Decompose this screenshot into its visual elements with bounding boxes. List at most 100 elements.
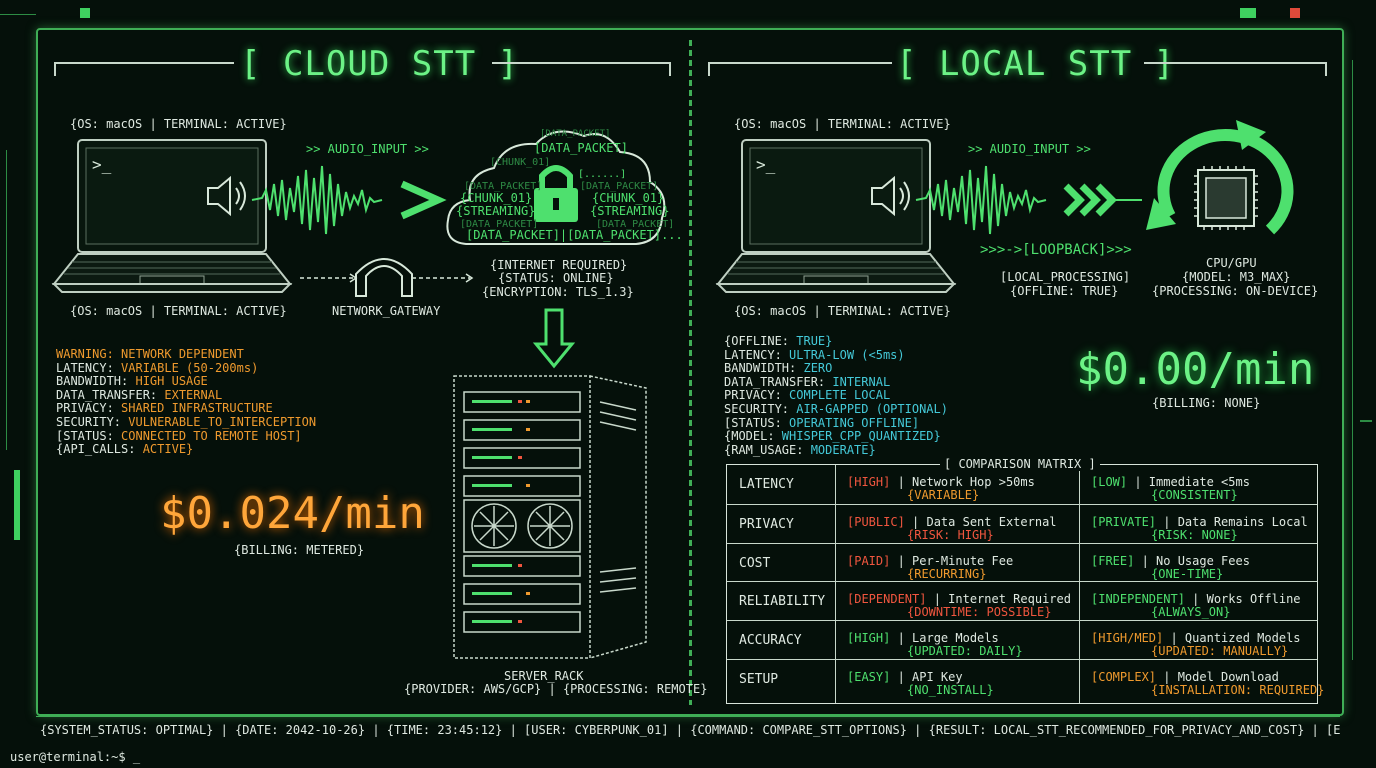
local-stat-value: ZERO	[803, 361, 833, 376]
cloud-stat-key: PRIVACY:	[56, 401, 122, 416]
title-rule	[1144, 62, 1326, 64]
cloud-stat-row: DATA_TRANSFER: EXTERNAL	[56, 387, 222, 403]
matrix-cloud-tag: [PUBLIC]	[847, 514, 905, 529]
circuit-decoration	[1352, 60, 1353, 660]
matrix-row: ACCURACY[HIGH] | Large Models{UPDATED: D…	[727, 620, 1317, 659]
cloud-packet: [DATA_PACKET]	[580, 181, 659, 192]
cloud-packet: [DATA_PACKET]	[460, 219, 539, 230]
matrix-local-text: | No Usage Fees	[1134, 553, 1250, 568]
cloud-packet: [......]	[578, 169, 627, 180]
comparison-matrix: LATENCY [HIGH] | Network Hop >50ms{VARIAB…	[726, 464, 1324, 704]
svg-text:>_: >_	[92, 155, 112, 174]
circuit-decoration	[80, 8, 90, 18]
matrix-local-tag: [PRIVATE]	[1091, 514, 1157, 529]
cloud-stat-value: HIGH USAGE	[135, 374, 208, 389]
matrix-row: SETUP[EASY] | API Key{NO_INSTALL}[COMPLE…	[727, 659, 1324, 698]
internet-info-line: {STATUS: ONLINE}	[498, 271, 614, 285]
terminal-prompt[interactable]: user@terminal:~$ _	[10, 750, 141, 764]
cloud-stat-value: VULNERABLE_TO_INTERCEPTION	[128, 415, 317, 429]
title-rule	[669, 62, 671, 76]
local-stat-value: WHISPER_CPP_QUANTIZED}	[781, 429, 941, 444]
local-stat-row: PRIVACY: COMPLETE LOCAL	[724, 389, 890, 403]
cpu-info-line: {MODEL: M3_MAX}	[1182, 270, 1291, 284]
matrix-row: LATENCY [HIGH] | Network Hop >50ms{VARIAB…	[727, 465, 1317, 503]
local-stat-row: {RAM_USAGE: MODERATE}	[724, 442, 876, 458]
cloud-packet: {STREAMING}	[456, 204, 536, 218]
circuit-decoration	[14, 470, 20, 540]
cpu-chip-label: CPU/GPU	[1206, 256, 1257, 270]
cloud-packet: {STREAMING}	[590, 204, 670, 218]
cpu-loop-icon	[1146, 120, 1294, 235]
cloud-packet: [CHUNK_01]	[490, 157, 551, 168]
cloud-audio-label: >> AUDIO_INPUT >>	[306, 142, 429, 156]
matrix-cloud-text: | Large Models	[890, 631, 999, 646]
matrix-local-sub: {UPDATED: MANUALLY}	[1151, 644, 1289, 659]
circuit-decoration	[6, 150, 7, 450]
cpu-info-line: {PROCESSING: ON-DEVICE}	[1152, 284, 1319, 298]
matrix-category: LATENCY	[739, 477, 794, 492]
local-processing-line: {OFFLINE: TRUE}	[1010, 284, 1119, 298]
local-billing: {BILLING: NONE}	[1152, 396, 1261, 410]
local-stat-key: {MODEL:	[724, 429, 782, 444]
matrix-cloud-sub: {UPDATED: DAILY}	[907, 644, 1023, 659]
cloud-packet: {CHUNK_01}	[592, 191, 665, 205]
matrix-divider	[835, 465, 836, 703]
cloud-stat-row: PRIVACY: SHARED INFRASTRUCTURE	[56, 402, 273, 416]
local-os-top: {OS: macOS | TERMINAL: ACTIVE}	[734, 117, 951, 131]
matrix-cloud-text: | Internet Required	[926, 592, 1071, 607]
matrix-local-sub: {INSTALLATION: REQUIRED}	[1151, 683, 1325, 697]
cloud-stat-key: DATA_TRANSFER:	[56, 387, 165, 402]
laptop-icon: >_	[715, 139, 957, 293]
matrix-local-text: | Model Download	[1156, 670, 1279, 684]
local-stat-key: [STATUS:	[724, 415, 790, 430]
matrix-cloud-sub: {NO_INSTALL}	[907, 683, 994, 697]
matrix-category: RELIABILITY	[739, 594, 826, 610]
local-title: [ LOCAL STT ]	[896, 44, 1176, 84]
matrix-cloud-cell: [PUBLIC] | Data Sent External	[847, 514, 1057, 530]
arrow-down-icon	[532, 308, 576, 369]
matrix-cloud-text: | Data Sent External	[904, 514, 1057, 529]
cloud-stat-key: BANDWIDTH:	[56, 374, 136, 389]
local-stat-row: DATA_TRANSFER: INTERNAL	[724, 374, 890, 390]
matrix-cloud-cell: [HIGH] | Network Hop >50ms	[847, 475, 1035, 490]
matrix-cloud-text: | Network Hop >50ms	[890, 475, 1035, 489]
local-stat-value: TRUE}	[796, 334, 833, 348]
matrix-local-cell: [FREE] | No Usage Fees	[1091, 553, 1250, 569]
cloud-packet: [DATA_PACKET]	[534, 141, 628, 155]
local-stat-row: BANDWIDTH: ZERO	[724, 361, 833, 376]
local-stat-value: ULTRA-LOW (<5ms)	[789, 347, 905, 362]
laptop-icon: >_	[51, 139, 293, 293]
cloud-packet: [DATA_PACKET]	[540, 129, 611, 139]
matrix-local-tag: [INDEPENDENT]	[1091, 592, 1185, 607]
cloud-stat-value: NETWORK DEPENDENT	[121, 347, 244, 361]
matrix-row: PRIVACY[PUBLIC] | Data Sent External{RIS…	[727, 503, 1317, 543]
matrix-cloud-sub: {RISK: HIGH}	[907, 527, 994, 542]
waveform-icon	[251, 165, 447, 235]
matrix-cloud-text: | Per-Minute Fee	[890, 553, 1014, 568]
server-rack-icon	[453, 375, 647, 659]
local-stat-key: DATA_TRANSFER:	[724, 374, 833, 389]
matrix-local-cell: [COMPLEX] | Model Download	[1091, 670, 1279, 685]
cloud-title: [ CLOUD STT ]	[240, 44, 520, 84]
cloud-packet: [DATA_PACKET]	[464, 181, 543, 192]
matrix-cloud-tag: [DEPENDENT]	[847, 592, 927, 607]
local-stat-key: PRIVACY:	[724, 388, 790, 403]
matrix-local-tag: [HIGH/MED]	[1091, 631, 1164, 646]
local-stat-row: LATENCY: ULTRA-LOW (<5ms)	[724, 347, 905, 363]
title-rule	[1325, 62, 1327, 76]
matrix-row: RELIABILITY [DEPENDENT] | Internet Requir…	[727, 581, 1317, 620]
cloud-stat-row: SECURITY: VULNERABLE_TO_INTERCEPTION	[56, 415, 317, 430]
cloud-packet: [DATA_PACKET]|[DATA_PACKET]...	[466, 228, 683, 242]
local-stat-row: {OFFLINE: TRUE}	[724, 334, 833, 349]
status-text: {SYSTEM_STATUS: OPTIMAL} | {DATE: 2042-1…	[40, 723, 1340, 737]
matrix-divider	[1079, 465, 1080, 703]
local-stat-row: [STATUS: OPERATING OFFLINE]	[724, 415, 919, 431]
cloud-billing: {BILLING: METERED}	[234, 543, 365, 557]
matrix-cloud-tag: [EASY]	[847, 670, 891, 684]
matrix-category: SETUP	[739, 672, 779, 687]
local-processing-line: [LOCAL_PROCESSING]	[1000, 270, 1131, 284]
matrix-cloud-sub: {VARIABLE}	[907, 488, 980, 502]
local-stat-key: {RAM_USAGE:	[724, 442, 811, 457]
title-rule	[708, 62, 892, 64]
title-rule	[708, 62, 710, 76]
